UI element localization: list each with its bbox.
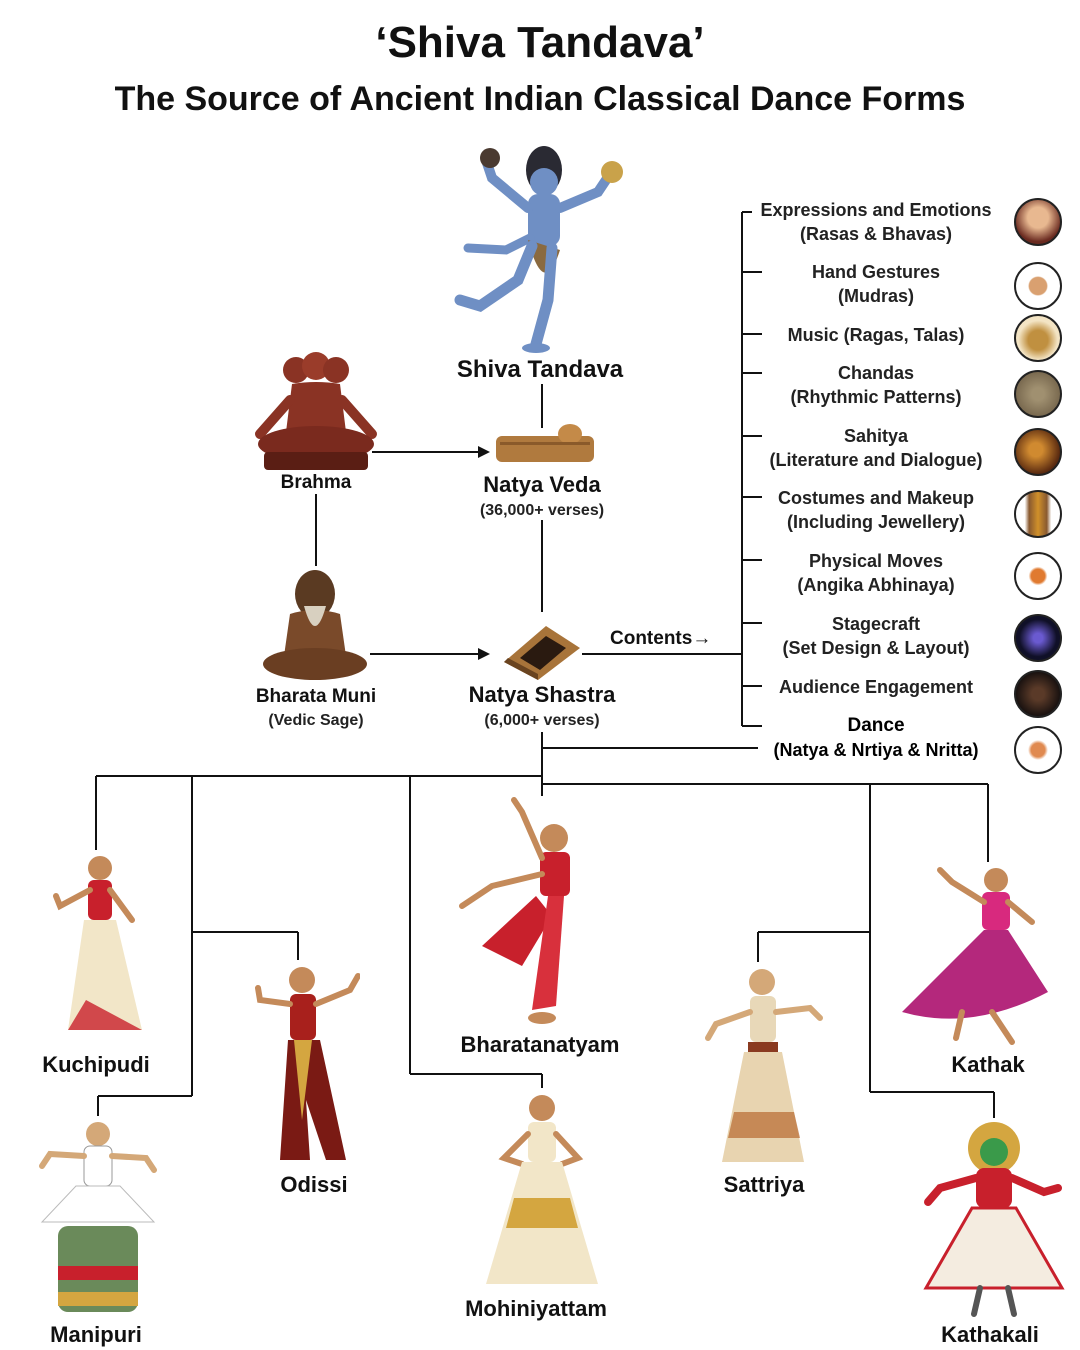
mudra-hand-icon <box>1014 262 1062 310</box>
dance-kathak-label: Kathak <box>951 1052 1025 1077</box>
dance-sattriya-label: Sattriya <box>723 1172 805 1197</box>
expression-face-icon <box>1014 198 1062 246</box>
shiva-label: Shiva Tandava <box>456 356 624 383</box>
audience-icon <box>1014 670 1062 718</box>
physical-moves-icon <box>1014 552 1062 600</box>
mohiniyattam-dancer <box>486 1095 598 1284</box>
shiva-figure <box>454 146 623 353</box>
rhythm-texture-icon <box>1014 370 1062 418</box>
content-costumes: Costumes and Makeup(Including Jewellery) <box>777 488 975 532</box>
natya-shastra-verses: (6,000+ verses) <box>484 712 600 729</box>
kuchipudi-dancer <box>53 856 142 1030</box>
content-hand-gestures: Hand Gestures(Mudras) <box>811 262 941 306</box>
dance-odissi-label: Odissi <box>280 1172 348 1197</box>
dance-kuchipudi-label: Kuchipudi <box>42 1052 150 1077</box>
music-instrument-icon <box>1014 314 1062 362</box>
manipuri-dancer <box>39 1122 157 1312</box>
contents-arrow-icon: → <box>692 628 712 649</box>
content-dance: Dance(Natya & Nrtiya & Nritta) <box>773 715 979 760</box>
odissi-dancer <box>255 967 360 1160</box>
brahma-label: Brahma <box>280 472 352 493</box>
dance-mohiniyattam-label: Mohiniyattam <box>465 1296 607 1321</box>
dance-bharatanatyam-label: Bharatanatyam <box>460 1032 620 1057</box>
dance-kathakali-label: Kathakali <box>941 1322 1039 1347</box>
bharata-muni-sub: (Vedic Sage) <box>268 712 364 729</box>
content-sahitya: Sahitya(Literature and Dialogue) <box>769 426 983 470</box>
page-subtitle: The Source of Ancient Indian Classical D… <box>114 80 966 118</box>
content-audience: Audience Engagement <box>778 677 974 697</box>
bharatanatyam-dancer <box>459 797 570 1024</box>
content-stagecraft: Stagecraft(Set Design & Layout) <box>782 614 970 658</box>
natya-veda-verses: (36,000+ verses) <box>479 502 605 519</box>
natya-shastra-label: Natya Shastra <box>468 682 616 707</box>
sattriya-dancer <box>705 969 823 1162</box>
dance-icon <box>1014 726 1062 774</box>
content-chandas: Chandas(Rhythmic Patterns) <box>790 363 962 407</box>
dance-manipuri-label: Manipuri <box>50 1322 142 1347</box>
content-expressions: Expressions and Emotions(Rasas & Bhavas) <box>760 200 992 244</box>
natya-veda-scroll <box>496 424 594 462</box>
natya-veda-label: Natya Veda <box>483 472 601 497</box>
bharata-muni-figure <box>263 570 367 680</box>
kathak-dancer <box>902 867 1048 1045</box>
contents-label: Contents→ <box>610 628 712 649</box>
stagecraft-icon <box>1014 614 1062 662</box>
costume-jewellery-icon <box>1014 490 1062 538</box>
page-title: ‘Shiva Tandava’ <box>375 18 705 67</box>
brahma-figure <box>255 352 377 470</box>
arrowhead-veda <box>478 446 490 458</box>
content-physical-moves: Physical Moves(Angika Abhinaya) <box>797 551 955 595</box>
natya-shastra-book <box>504 626 580 680</box>
literature-icon <box>1014 428 1062 476</box>
bharata-muni-label: Bharata Muni <box>255 686 377 707</box>
arrowhead-shastra <box>478 648 490 660</box>
content-music: Music (Ragas, Talas) <box>787 325 965 345</box>
kathakali-dancer <box>923 1122 1065 1317</box>
